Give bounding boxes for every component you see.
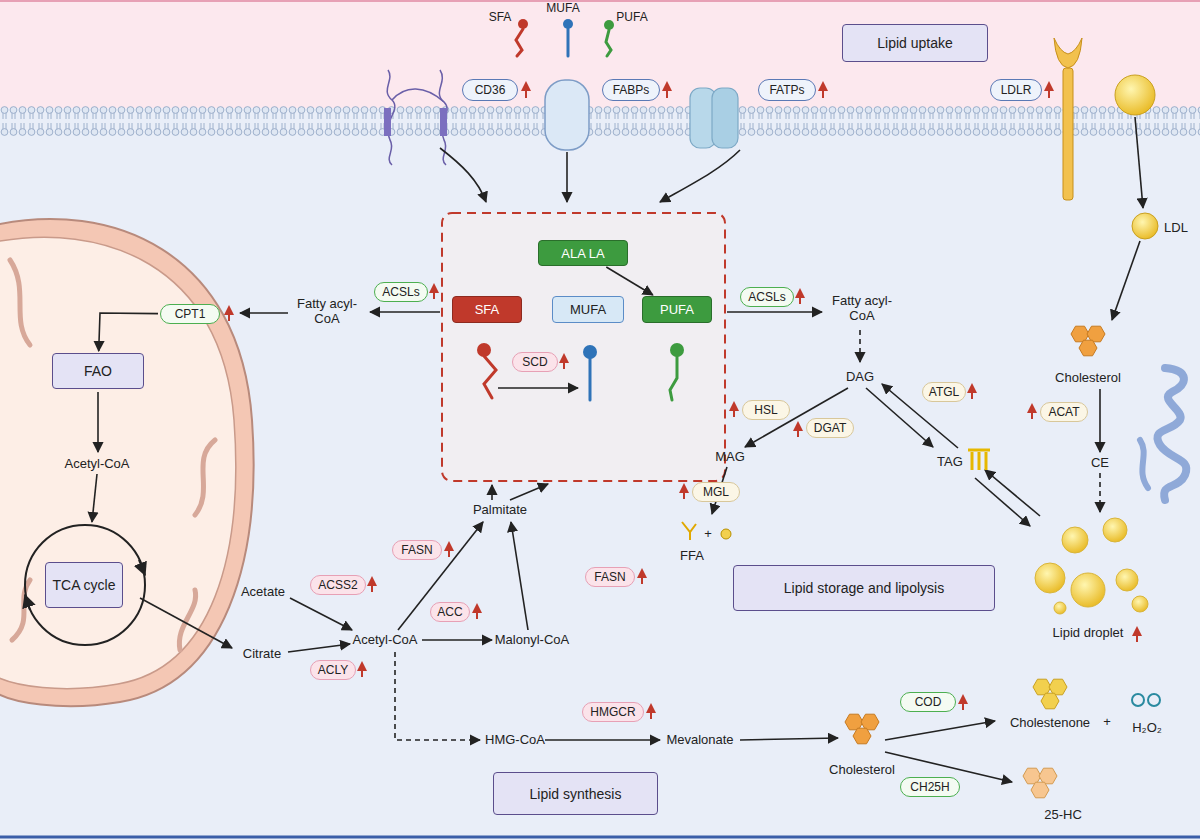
enzyme-pill: LDLR xyxy=(990,79,1042,101)
enzyme-pill: MGL xyxy=(692,482,740,502)
metabolite-label: Malonyl-CoA xyxy=(495,633,569,648)
metabolite-label: TAG xyxy=(937,455,963,470)
metabolite-label: Acetate xyxy=(241,585,285,600)
enzyme-pill: ACAT xyxy=(1040,402,1088,422)
node-text: SFA xyxy=(475,302,500,317)
node-text: Lipid uptake xyxy=(877,35,953,51)
metabolite-label: Cholestenone xyxy=(1010,716,1090,731)
metabolite-label: Fatty acyl-CoA xyxy=(291,297,363,327)
enzyme-pill: CH25H xyxy=(900,777,960,797)
enzyme-pill: FASN xyxy=(392,540,442,560)
metabolite-label: 25-HC xyxy=(1044,808,1082,823)
metabolite-label: FFA xyxy=(680,549,704,564)
metabolite-label: MAG xyxy=(715,450,745,465)
metabolite-label: Fatty acyl-CoA xyxy=(826,294,898,324)
node-text: ACC xyxy=(437,605,462,619)
node-text: FABPs xyxy=(613,83,650,97)
enzyme-pill: HSL xyxy=(742,400,790,420)
node-text: Lipid synthesis xyxy=(530,786,622,802)
node-text: ACSLs xyxy=(748,290,785,304)
metabolite-label: Acetyl-CoA xyxy=(352,633,417,648)
metabolite-label: + xyxy=(1103,715,1111,730)
flow-arrow xyxy=(99,313,158,351)
metabolite-label: DAG xyxy=(846,370,874,385)
node-text: Lipid storage and lipolysis xyxy=(784,580,944,596)
enzyme-pill: CPT1 xyxy=(160,304,220,324)
metabolite-label: CE xyxy=(1091,456,1109,471)
enzyme-pill: COD xyxy=(900,692,956,712)
node-text: ATGL xyxy=(929,385,959,399)
metabolite-label: + xyxy=(704,527,712,542)
metabolite-label: MUFA xyxy=(546,2,579,16)
enzyme-pill: ACSLs xyxy=(740,287,794,307)
node-text: SCD xyxy=(522,355,547,369)
node-text: TCA cycle xyxy=(52,577,115,593)
section-box: Lipid uptake xyxy=(842,24,988,62)
section-box: Lipid synthesis xyxy=(493,772,658,815)
node-text: FASN xyxy=(401,543,432,557)
enzyme-pill: FABPs xyxy=(602,79,660,101)
enzyme-pill: SCD xyxy=(512,352,558,372)
metabolite-label: Mevalonate xyxy=(666,733,733,748)
node-text: HMGCR xyxy=(590,705,635,719)
enzyme-pill: SFA xyxy=(452,296,522,323)
enzyme-pill: FASN xyxy=(585,567,635,587)
enzyme-pill: ACSS2 xyxy=(310,575,366,595)
metabolite-label: Palmitate xyxy=(473,503,527,518)
enzyme-pill: ATGL xyxy=(922,382,966,402)
metabolite-label: SFA xyxy=(489,11,512,25)
metabolite-label: Cholesterol xyxy=(1055,371,1121,386)
section-box: TCA cycle xyxy=(45,562,123,608)
metabolite-label: Citrate xyxy=(243,647,281,662)
enzyme-pill: ALA LA xyxy=(538,240,628,266)
metabolite-label: Lipid droplet xyxy=(1053,626,1124,641)
enzyme-pill: PUFA xyxy=(642,296,712,323)
section-box: FAO xyxy=(52,353,144,389)
node-text: CD36 xyxy=(475,83,506,97)
node-text: ALA LA xyxy=(561,246,604,261)
enzyme-pill: ACLY xyxy=(310,660,356,680)
node-text: COD xyxy=(915,695,942,709)
section-box: Lipid storage and lipolysis xyxy=(733,565,995,611)
node-text: ACLY xyxy=(318,663,348,677)
enzyme-pill: ACSLs xyxy=(374,282,428,302)
node-text: PUFA xyxy=(660,302,694,317)
node-text: HSL xyxy=(754,403,777,417)
metabolite-label: Acetyl-CoA xyxy=(64,457,129,472)
node-text: CH25H xyxy=(910,780,949,794)
enzyme-pill: FATPs xyxy=(758,79,816,101)
node-text: MUFA xyxy=(570,302,606,317)
enzyme-pill: ACC xyxy=(430,602,470,622)
node-text: FATPs xyxy=(769,83,804,97)
metabolite-label: H₂O₂ xyxy=(1132,721,1162,736)
metabolite-label: LDL xyxy=(1164,221,1188,236)
flow-arrow xyxy=(606,267,653,295)
node-text: ACSS2 xyxy=(318,578,357,592)
metabolite-label: Cholesterol xyxy=(829,763,895,778)
enzyme-pill: MUFA xyxy=(552,296,624,323)
node-text: MGL xyxy=(703,485,729,499)
node-text: ACSLs xyxy=(382,285,419,299)
node-text: FAO xyxy=(84,363,112,379)
enzyme-pill: CD36 xyxy=(462,79,518,101)
node-text: CPT1 xyxy=(175,307,206,321)
node-text: LDLR xyxy=(1001,83,1032,97)
enzyme-pill: DGAT xyxy=(806,418,854,438)
metabolite-label: PUFA xyxy=(616,11,647,25)
node-text: ACAT xyxy=(1048,405,1079,419)
metabolite-label: HMG-CoA xyxy=(485,733,545,748)
node-text: DGAT xyxy=(814,421,846,435)
enzyme-pill: HMGCR xyxy=(582,702,644,722)
node-text: FASN xyxy=(594,570,625,584)
